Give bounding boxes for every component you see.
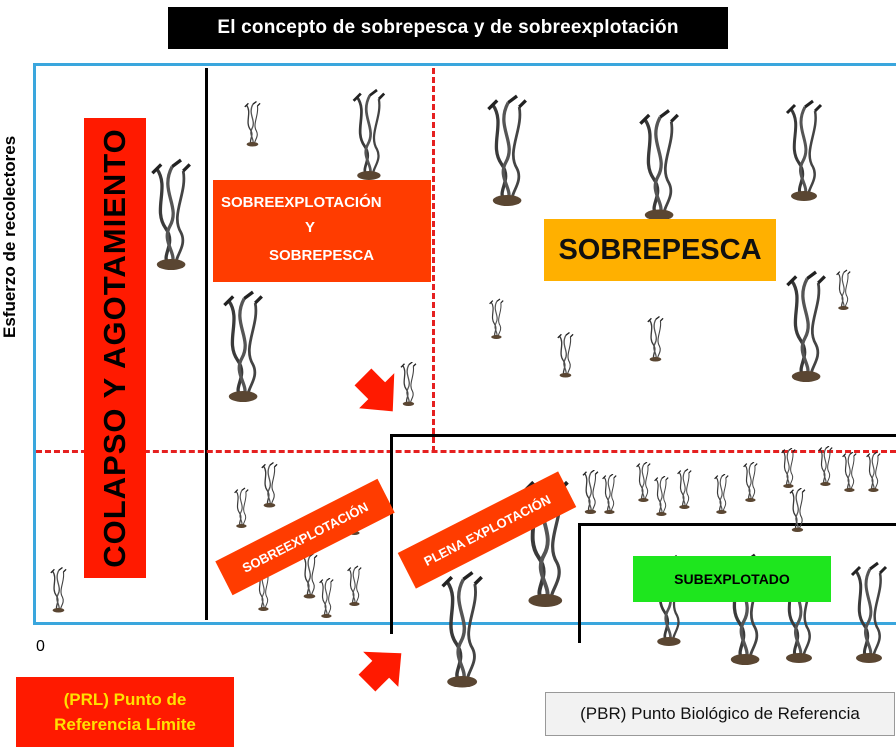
kelp-plant-icon [351, 88, 386, 182]
full-exploitation-box [390, 434, 896, 634]
kelp-plant-icon [635, 462, 651, 502]
page-title: El concepto de sobrepesca y de sobreexpl… [168, 7, 728, 49]
kelp-plant-icon [50, 566, 67, 614]
kelp-plant-icon [653, 476, 669, 516]
kelp-plant-icon [438, 560, 484, 700]
kelp-plant-icon [346, 565, 362, 607]
kelp-plant-icon [780, 448, 796, 488]
overexploitation-overfishing-line3: SOBREPESCA [269, 247, 375, 264]
kelp-plant-icon [486, 94, 528, 208]
overfishing-label: SOBREPESCA [544, 219, 776, 281]
kelp-plant-icon [233, 487, 249, 529]
kelp-plant-icon [785, 99, 823, 203]
kelp-plant-icon [841, 452, 857, 492]
vertical-threshold-line [432, 68, 435, 452]
overexploitation-overfishing-label: SOBREEXPLOTACIÓN Y SOBREPESCA [213, 180, 431, 282]
prl-line1: (PRL) Punto de [63, 690, 187, 709]
kelp-plant-icon [261, 461, 278, 509]
kelp-plant-icon [148, 125, 192, 305]
pbr-reference-label: (PBR) Punto Biológico de Referencia [545, 692, 895, 736]
prl-reference-label: (PRL) Punto de Referencia Límite [16, 677, 234, 747]
kelp-plant-icon [742, 462, 758, 502]
collapse-zone-label: COLAPSO Y AGOTAMIENTO [84, 118, 146, 578]
kelp-plant-icon [850, 561, 888, 665]
kelp-plant-icon [601, 474, 617, 514]
prl-line2: Referencia Límite [54, 715, 196, 734]
kelp-plant-icon [646, 315, 664, 363]
origin-label: 0 [36, 638, 45, 655]
kelp-plant-icon [222, 290, 264, 404]
kelp-plant-icon [319, 578, 334, 618]
overexploitation-overfishing-line1: SOBREEXPLOTACIÓN [221, 194, 382, 211]
kelp-plant-icon [713, 474, 729, 514]
kelp-plant-icon [789, 488, 806, 532]
kelp-plant-icon [865, 451, 881, 493]
collapse-zone-text: COLAPSO Y AGOTAMIENTO [97, 128, 133, 568]
kelp-plant-icon [676, 468, 692, 510]
kelp-plant-icon [582, 470, 599, 514]
kelp-plant-icon [785, 270, 827, 384]
underexploited-box [578, 523, 896, 643]
kelp-plant-icon [556, 331, 574, 379]
underexploited-label: SUBEXPLOTADO [633, 556, 831, 602]
overexploitation-overfishing-line2: Y [305, 219, 316, 236]
kelp-plant-icon [488, 298, 504, 340]
red-arrow-icon [349, 633, 417, 701]
kelp-plant-icon [817, 446, 833, 486]
collapse-boundary-line [205, 68, 208, 620]
kelp-plant-icon [835, 269, 851, 311]
horizontal-threshold-line [36, 450, 896, 453]
y-axis-label: Esfuerzo de recolectores [0, 135, 19, 338]
kelp-plant-icon [244, 100, 261, 148]
kelp-plant-icon [638, 108, 680, 223]
